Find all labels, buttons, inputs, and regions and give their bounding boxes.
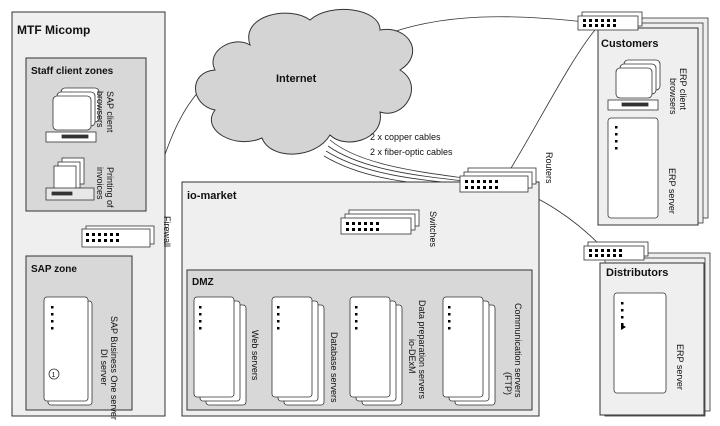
database-server-stack-icon [271, 296, 325, 406]
routers-label: Routers [544, 152, 554, 184]
distributors-title: Distributors [606, 267, 668, 279]
internet-cloud: Internet [195, 8, 413, 155]
customers-erp-server-label: ERP server [667, 168, 677, 214]
distributors-router-device [583, 241, 649, 261]
sap-server-label-2: DI server [99, 349, 109, 386]
sap-client-computer-icon [45, 87, 100, 143]
sap-zone-title: SAP zone [31, 264, 77, 275]
printing-label-1: Printing of [105, 167, 115, 208]
firewall-port-icon [86, 233, 119, 242]
sap-server-marker: 1 [52, 372, 56, 379]
routers-device: Routers [459, 152, 554, 193]
erp-client-computer-icon [607, 59, 661, 111]
database-servers-label: Database servers [329, 332, 339, 403]
erp-browsers-label-1: ERP client [678, 68, 688, 110]
browsers-label-2: browsers [95, 91, 105, 128]
internet-router-cable-2 [327, 145, 465, 182]
router-customers-link [504, 29, 596, 179]
internet-router-cable-1 [329, 139, 465, 179]
mtf-micomp-zone: MTF Micomp Staff client zones SAP client… [11, 11, 166, 420]
printing-label-2: invoices [95, 167, 105, 200]
distributors-erp-server-icon [613, 292, 667, 394]
firewall-device: Firewall [81, 216, 172, 248]
sap-server-label-1: SAP Business One server [109, 316, 119, 420]
printer-icon [45, 157, 95, 201]
customers-router-device [577, 11, 643, 31]
dmz-title: DMZ [192, 277, 214, 288]
customers-zone: Customers ERP client browsers ERP server [577, 11, 709, 226]
firewall-label: Firewall [162, 216, 172, 247]
mtf-micomp-title: MTF Micomp [17, 23, 90, 37]
switches-device: Switches [340, 209, 438, 248]
comm-servers-label-1: Communication servers [513, 303, 523, 398]
sap-zone: SAP zone 1 SAP Business One server DI se… [25, 255, 133, 420]
customers-router-port-icon [583, 19, 616, 27]
comm-servers-label-2: (FTP) [503, 372, 513, 395]
staff-zone-title: Staff client zones [31, 66, 114, 77]
communication-server-stack-icon [442, 296, 496, 406]
data-prep-server-stack-icon [349, 296, 403, 406]
distributors-zone: Distributors ERP server [583, 241, 711, 417]
staff-client-zone: Staff client zones SAP client browsers P… [25, 57, 147, 212]
erp-browsers-label-2: browsers [668, 78, 678, 115]
copper-cables-label: 2 x copper cables [370, 132, 441, 142]
distributors-router-port-icon [589, 249, 622, 257]
data-prep-label-2: io-DExM [407, 339, 417, 374]
io-market-title: io-market [187, 190, 237, 202]
switches-label: Switches [428, 211, 438, 248]
dmz-zone: DMZ Web servers Database servers [186, 269, 533, 411]
internet-customers-link [371, 16, 586, 41]
customers-title: Customers [601, 38, 658, 50]
web-server-stack-icon [193, 296, 247, 406]
distributors-erp-server-label: ERP server [675, 344, 685, 390]
io-market-zone: io-market Switches DMZ [181, 181, 540, 417]
fiber-cables-label: 2 x fiber-optic cables [370, 147, 453, 157]
sap-server-icon: 1 [43, 296, 93, 406]
web-servers-label: Web servers [250, 330, 260, 381]
switch-port-icon [346, 222, 379, 231]
router-port-icon [465, 180, 498, 189]
data-prep-label-1: Data preparation servers [417, 300, 427, 400]
browsers-label-1: SAP client [105, 91, 115, 133]
internet-label: Internet [276, 73, 317, 85]
customers-erp-server-icon [607, 117, 659, 219]
